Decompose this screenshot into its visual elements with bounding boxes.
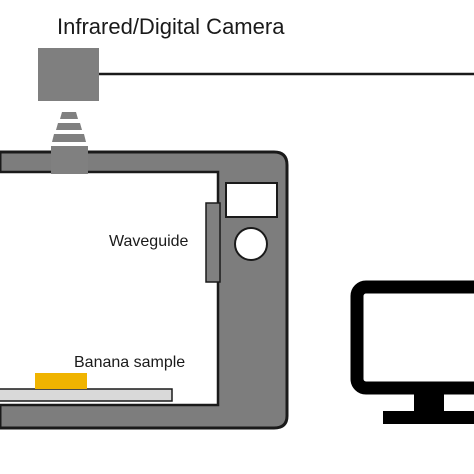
control-display (225, 182, 278, 218)
monitor-base (383, 411, 474, 424)
lens-ring-3 (52, 134, 86, 142)
lens-ring-1 (60, 112, 78, 119)
banana-sample (35, 373, 87, 389)
monitor-power-dot (433, 382, 439, 388)
waveguide-label: Waveguide (109, 233, 189, 250)
lens-ring-2 (56, 123, 82, 130)
camera-body (38, 48, 99, 101)
monitor-icon (350, 280, 474, 424)
monitor-neck (414, 394, 444, 412)
lens-icon (51, 112, 88, 174)
oven-cavity (0, 170, 220, 407)
waveguide (205, 202, 221, 283)
banana-sample-label: Banana sample (74, 354, 186, 371)
sample-tray (0, 388, 173, 402)
knob-icon (234, 227, 268, 261)
camera-icon (38, 48, 99, 101)
monitor-screen (350, 280, 474, 395)
lens-mount (51, 146, 88, 174)
camera-label: Infrared/Digital Camera (57, 14, 285, 39)
